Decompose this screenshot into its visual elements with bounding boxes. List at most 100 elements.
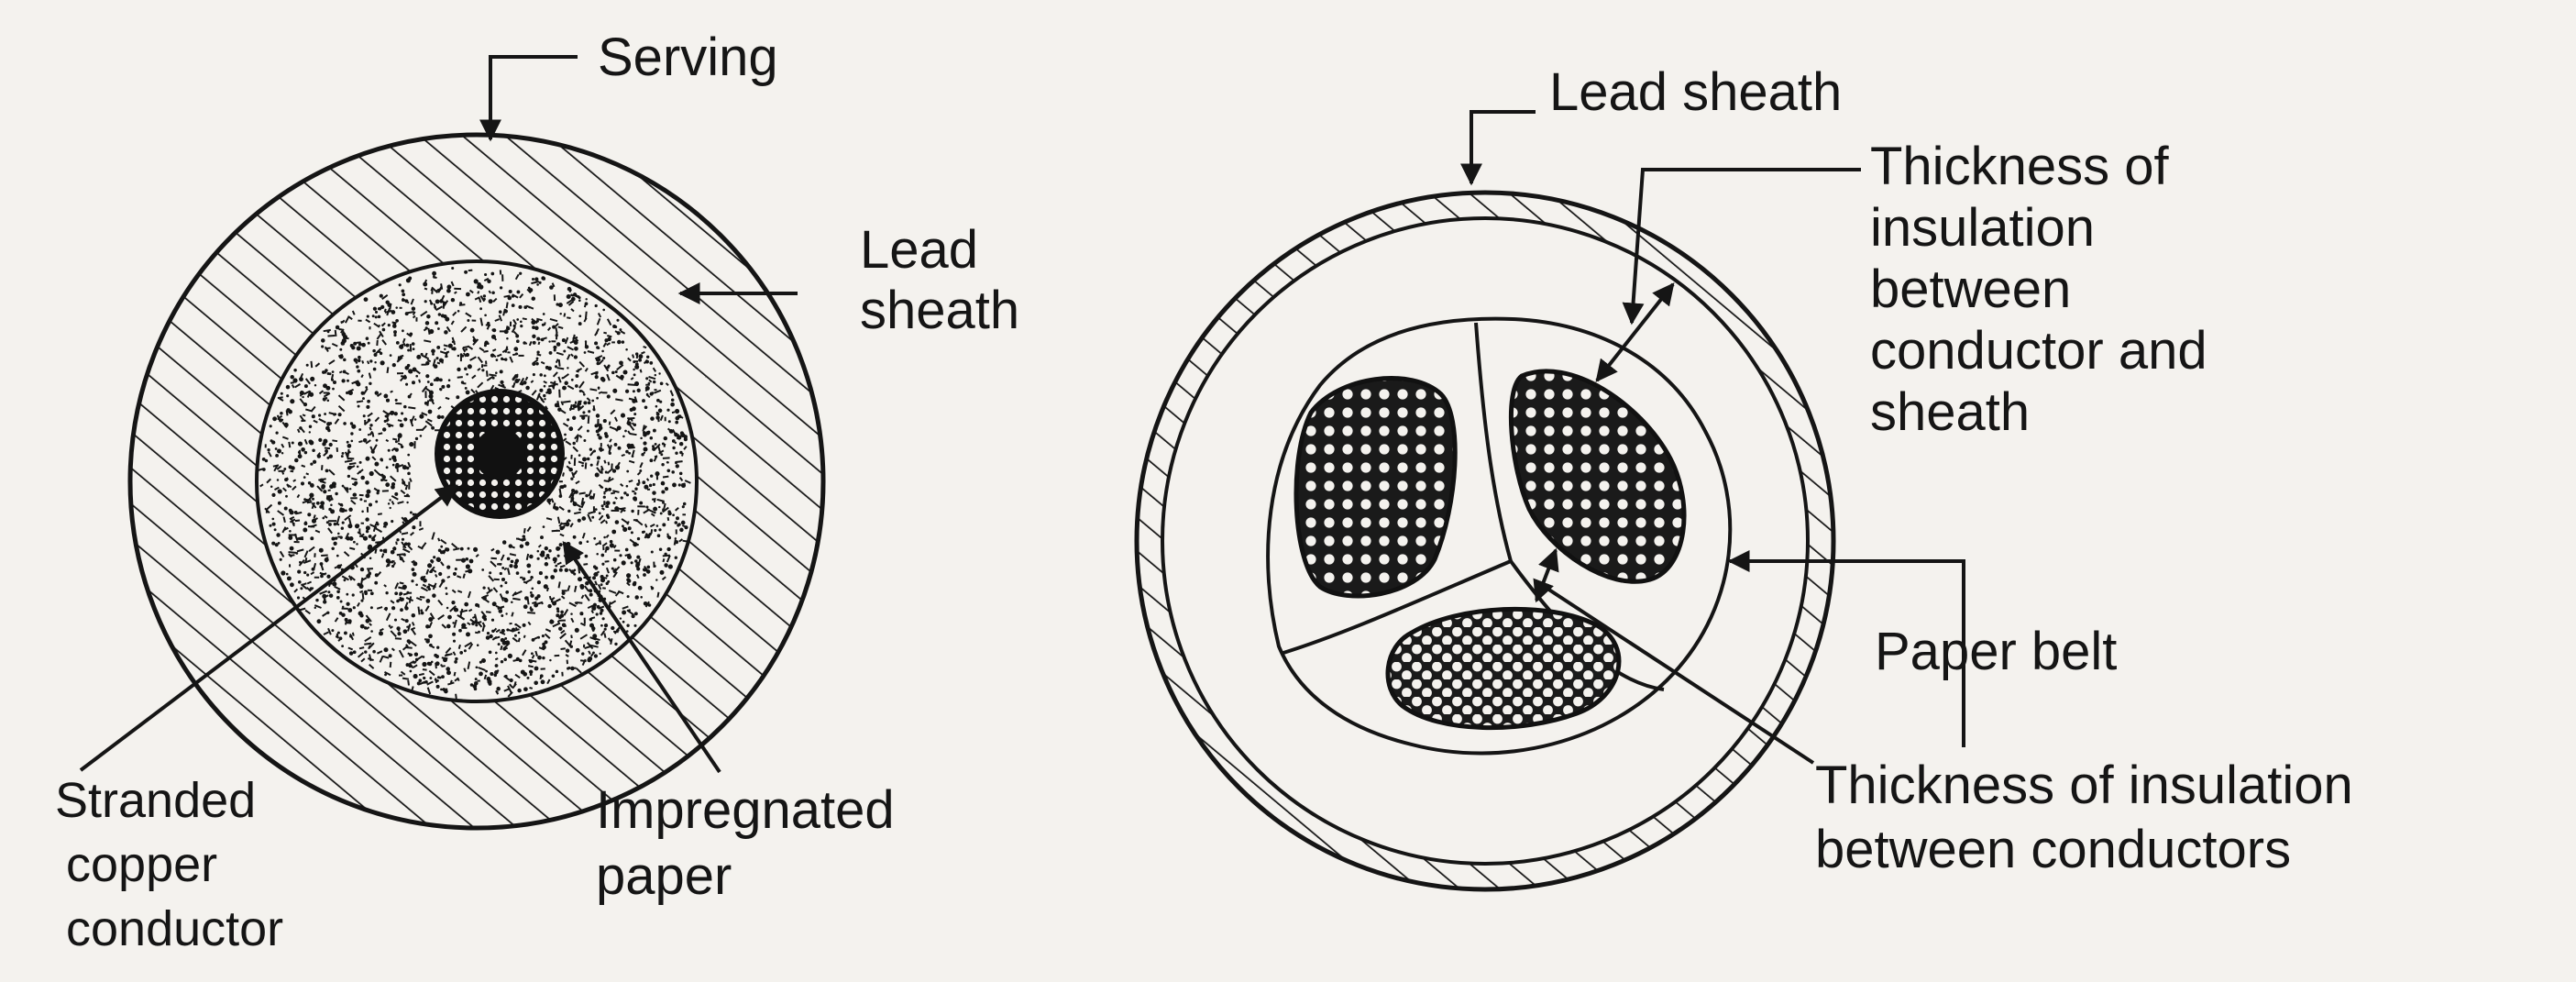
stipple-dash <box>492 587 499 593</box>
stipple-dot <box>261 458 266 461</box>
stipple-dash <box>629 433 637 436</box>
stipple-dash <box>496 353 502 358</box>
stipple-dash <box>537 341 541 346</box>
stipple-dot <box>612 557 617 562</box>
stipple-dot <box>323 438 328 444</box>
stipple-dash <box>550 596 556 601</box>
stipple-dot <box>407 394 412 399</box>
stipple-dot <box>324 413 327 415</box>
label-line: conductor <box>66 901 284 956</box>
stipple-dot <box>514 561 518 565</box>
stipple-dot <box>548 340 551 343</box>
stipple-dot <box>369 591 374 596</box>
stipple-dash <box>437 599 444 606</box>
stipple-dot <box>291 441 294 445</box>
stipple-dash <box>418 527 424 531</box>
stipple-dot <box>495 549 501 555</box>
stipple-dot <box>546 388 552 393</box>
stipple-dash <box>609 438 612 443</box>
stipple-dash <box>369 426 372 431</box>
stipple-dash <box>437 405 442 410</box>
stipple-dot <box>602 495 606 499</box>
stipple-dash <box>321 465 324 470</box>
stipple-dash <box>462 346 468 349</box>
stipple-dot <box>532 334 536 338</box>
stipple-dot <box>473 279 479 284</box>
stipple-dot <box>428 399 432 402</box>
stipple-dash <box>324 447 331 450</box>
stipple-dot <box>333 541 337 546</box>
stipple-dot <box>666 469 671 473</box>
stipple-dash <box>594 637 600 642</box>
stipple-dot <box>539 373 543 377</box>
stipple-dot <box>358 583 364 589</box>
stipple-dot <box>464 270 468 274</box>
stipple-dot <box>467 364 472 370</box>
stipple-dot <box>544 640 548 645</box>
stipple-dot <box>531 296 536 301</box>
stipple-dot <box>391 310 396 314</box>
stipple-dot <box>427 563 433 568</box>
stipple-dash <box>523 580 528 585</box>
stipple-dash <box>608 476 611 481</box>
stipple-dash <box>656 498 665 502</box>
stipple-dot <box>388 624 391 627</box>
stipple-dot <box>523 671 528 677</box>
stipple-dash <box>592 405 596 412</box>
stipple-dot <box>451 600 456 605</box>
stipple-dash <box>576 601 583 604</box>
stipple-dash <box>324 514 328 519</box>
stipple-dash <box>612 630 619 634</box>
stipple-dot <box>353 358 358 362</box>
stipple-dot <box>285 494 288 498</box>
stipple-dot <box>506 337 509 340</box>
stipple-dot <box>303 450 308 455</box>
stipple-dash <box>311 502 317 509</box>
stipple-dot <box>512 324 516 328</box>
stipple-dash <box>503 688 511 692</box>
stipple-dot <box>452 639 457 643</box>
stipple-dash <box>566 354 571 360</box>
stipple-dot <box>392 546 397 551</box>
stipple-dash <box>496 563 502 566</box>
stipple-dash <box>462 352 468 358</box>
stipple-dot <box>499 286 503 290</box>
stipple-dot <box>377 314 381 319</box>
stipple-dash <box>381 293 389 301</box>
stipple-dot <box>519 271 523 275</box>
stipple-dot <box>340 341 346 346</box>
stipple-dot <box>385 591 389 595</box>
stipple-dot <box>318 547 324 553</box>
stipple-dash <box>283 526 289 531</box>
stipple-dot <box>631 614 635 619</box>
stipple-dot <box>515 339 520 344</box>
stipple-dash <box>537 544 542 548</box>
stipple-dash <box>328 469 336 476</box>
stipple-dot <box>435 557 441 562</box>
stipple-dot <box>446 288 451 293</box>
stipple-dot <box>275 431 279 435</box>
stipple-dot <box>409 442 414 447</box>
stipple-dot <box>459 302 463 305</box>
stipple-dot <box>476 644 479 646</box>
stipple-dot <box>575 647 580 653</box>
stipple-dot <box>275 453 280 458</box>
stipple-dot <box>503 309 508 314</box>
stipple-dot <box>573 572 577 576</box>
stipple-dot <box>556 554 560 557</box>
stipple-dot <box>522 623 526 627</box>
stipple-dash <box>606 373 611 381</box>
stipple-dot <box>281 570 286 576</box>
stipple-dash <box>555 359 559 364</box>
stipple-dot <box>445 587 448 590</box>
stipple-dot <box>269 524 272 527</box>
stipple-dot <box>298 580 302 584</box>
stipple-dot <box>344 617 348 622</box>
stipple-dash <box>442 300 449 308</box>
stipple-dot <box>286 394 290 398</box>
stipple-dot <box>544 397 546 401</box>
stipple-dot <box>603 627 607 631</box>
stipple-dot <box>349 422 354 425</box>
stipple-dash <box>410 627 417 635</box>
stipple-dot <box>675 420 679 425</box>
